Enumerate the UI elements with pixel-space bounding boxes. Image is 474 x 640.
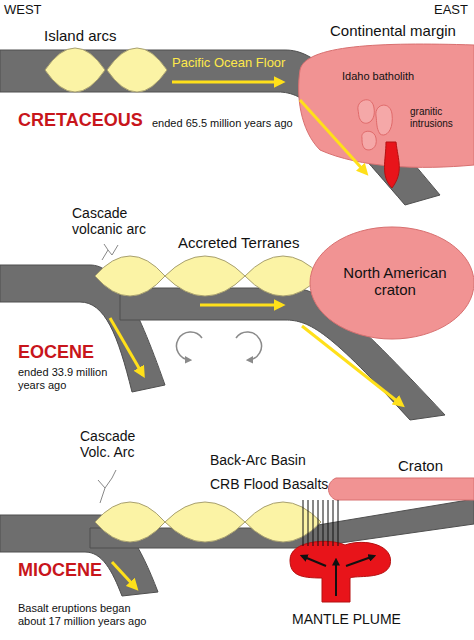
node-text: MANTLE PLUME [292,611,401,627]
convection-arrow [177,332,262,360]
period-title: MIOCENE [18,560,102,581]
label-holder: EAST [434,3,468,18]
text-holder: Continental margin [330,22,456,39]
dike-line [318,500,319,546]
node-text: Idaho batholith [342,70,422,83]
period-note: Basalt eruptions began about 17 million … [18,602,154,627]
feature-label: Cascade volcanic arc [72,205,164,237]
label-holder: Island arcs [44,27,117,44]
label-holder: WEST [4,3,42,18]
label-holder: Back-Arc Basin [210,452,306,468]
period-title: EOCENE [18,342,94,363]
node-shape [295,18,474,198]
node-text: Pacific Ocean Floor [172,56,285,71]
period-note: ended 65.5 million years ago [152,117,293,130]
shape-part [335,560,337,596]
shape-part [376,105,392,135]
basalt-dikes [303,500,338,546]
text-holder: granitic intrusions [410,106,470,129]
direction-label: WEST [4,3,42,18]
text-holder: Pacific Ocean Floor [172,56,285,71]
label-holder: ended 33.9 million years ago [18,366,123,391]
label-holder: Cascade Volc. Arc [80,428,156,460]
label-holder: CRB Flood Basalts [210,476,328,492]
text-holder: Idaho batholith [342,70,422,83]
shape-part [385,142,400,188]
shape-part [346,556,374,566]
shape-part [310,227,474,339]
label-holder: ended 65.5 million years ago [152,117,293,130]
feature-label: Island arcs [44,27,117,44]
volcano-symbol [98,244,118,503]
shape-part [358,100,374,123]
text-holder: Craton [398,457,443,474]
accreted-terrane [95,256,344,296]
text-holder: North American craton [335,264,455,299]
dike-line [333,500,334,546]
dike-line [323,500,324,546]
text-holder: MANTLE PLUME [292,611,401,627]
dike-line [303,500,304,546]
label-holder: EOCENE [18,342,94,363]
node-text: Continental margin [330,22,456,39]
label-holder: CRETACEOUS [18,110,143,131]
subducting-slab [0,499,474,596]
accreted-terrane [95,502,321,542]
craton-block: North American craton [310,227,474,339]
label-holder: Accreted Terranes [178,234,299,251]
feature-label: CRB Flood Basalts [210,476,328,492]
dike-line [328,500,329,546]
node-text: granitic intrusions [410,106,470,129]
label-holder: Basalt eruptions began about 17 million … [18,602,154,627]
period-title: CRETACEOUS [18,110,143,131]
label-holder: Cascade volcanic arc [72,205,164,237]
dike-line [308,500,309,546]
shape-part [362,131,377,150]
shape-part [329,478,474,500]
feature-label: Accreted Terranes [178,234,299,251]
shape-part [302,556,326,566]
motion-arrow [110,82,402,588]
direction-label: EAST [434,3,468,18]
shape-part [290,541,391,602]
continental-margin: Continental marginIdaho batholith graniti… [295,18,474,198]
feature-label: Back-Arc Basin [210,452,306,468]
label-holder: MIOCENE [18,560,102,581]
node-text: Craton [398,457,443,474]
island-arc [45,48,167,92]
mantle-plume: MANTLE PLUME [285,535,420,635]
dike-line [338,500,339,546]
feature-label: Cascade Volc. Arc [80,428,156,460]
period-note: ended 33.9 million years ago [18,366,123,391]
node-text: North American craton [335,264,455,299]
dike-line [313,500,314,546]
